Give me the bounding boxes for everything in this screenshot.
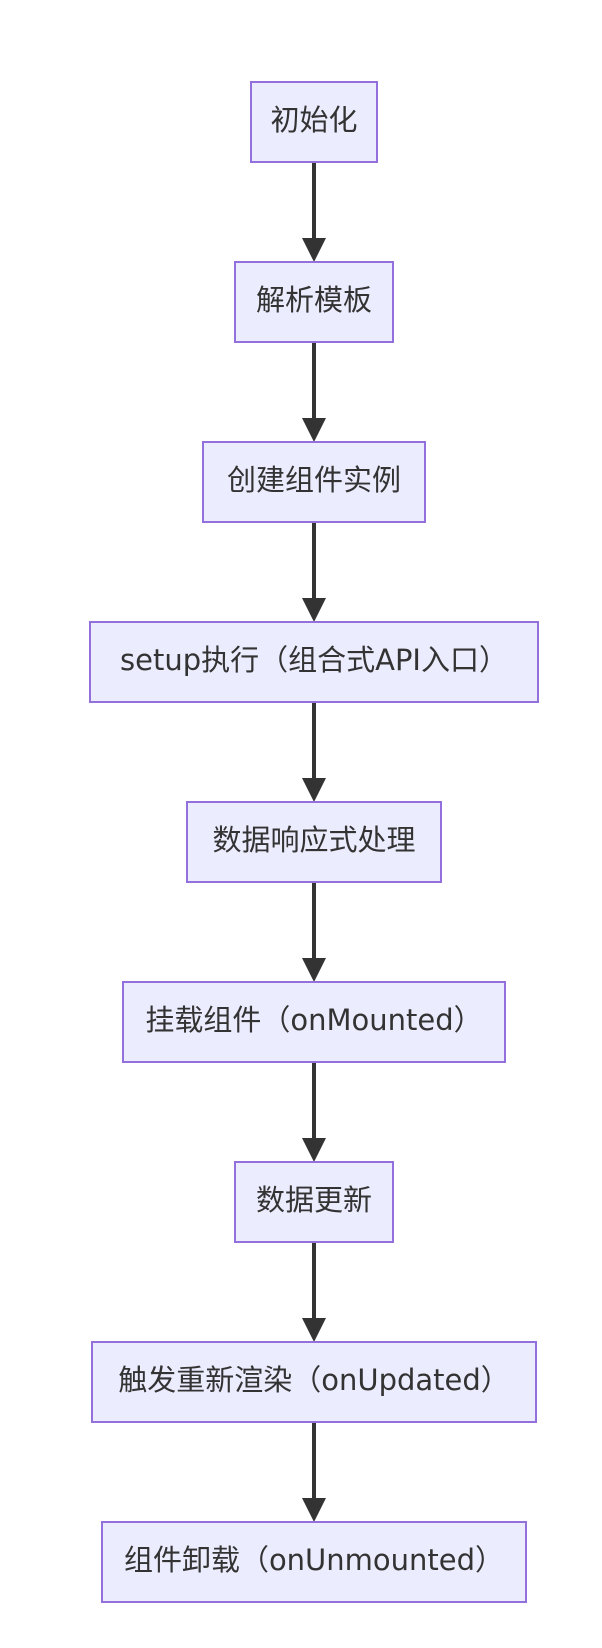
edge-init-parse [302, 162, 326, 262]
node-update-label: 数据更新 [256, 1183, 372, 1217]
node-mount: 挂载组件（onMounted） [122, 981, 506, 1063]
node-unmount: 组件卸载（onUnmounted） [101, 1521, 527, 1603]
node-create: 创建组件实例 [202, 441, 426, 523]
node-create-label: 创建组件实例 [227, 463, 401, 497]
edge-rerender-unmount [302, 1422, 326, 1522]
node-parse: 解析模板 [234, 261, 394, 343]
node-init-label: 初始化 [270, 103, 357, 137]
nodes: 初始化 解析模板 创建组件实例 setup执行（组合式API入口） 数据响应式处… [89, 81, 539, 1603]
node-setup-label: setup执行（组合式API入口） [120, 643, 508, 677]
node-mount-label: 挂载组件（onMounted） [145, 1003, 482, 1037]
node-reactive-label: 数据响应式处理 [212, 823, 415, 857]
node-unmount-label: 组件卸载（onUnmounted） [124, 1543, 504, 1577]
node-setup: setup执行（组合式API入口） [89, 621, 539, 703]
node-init: 初始化 [250, 81, 378, 163]
node-reactive: 数据响应式处理 [186, 801, 442, 883]
edge-parse-create [302, 342, 326, 442]
edge-setup-reactive [302, 702, 326, 802]
node-rerender: 触发重新渲染（onUpdated） [91, 1341, 537, 1423]
node-rerender-label: 触发重新渲染（onUpdated） [118, 1363, 510, 1397]
edge-mount-update [302, 1062, 326, 1162]
node-update: 数据更新 [234, 1161, 394, 1243]
edges [302, 162, 326, 1522]
edge-update-rerender [302, 1242, 326, 1342]
edge-create-setup [302, 522, 326, 622]
edge-reactive-mount [302, 882, 326, 982]
node-parse-label: 解析模板 [256, 283, 372, 317]
